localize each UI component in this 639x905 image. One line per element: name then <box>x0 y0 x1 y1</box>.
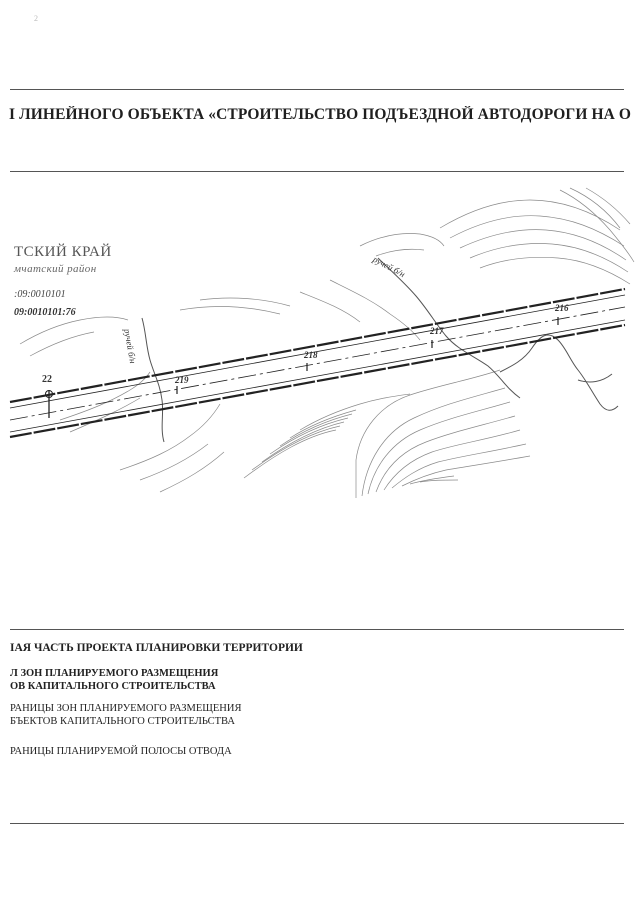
cadastral-quarter-label: :09:0010101 <box>14 289 66 300</box>
legend-item-right-of-way: РАНИЦЫ ПЛАНИРУЕМОЙ ПОЛОСЫ ОТВОДА <box>10 746 232 757</box>
region-label: ТСКИЙ КРАЙ <box>14 244 112 260</box>
streams <box>141 257 619 443</box>
legend-section-title: Л ЗОН ПЛАНИРУЕМОГО РАЗМЕЩЕНИЯ <box>10 668 219 679</box>
picket-217: 217 <box>430 326 444 336</box>
corner-mark: 2 <box>34 14 38 23</box>
picket-218: 218 <box>304 350 318 360</box>
sheet-title: І ЛИНЕЙНОГО ОБЪЕКТА «СТРОИТЕЛЬСТВО ПОДЪЕ… <box>9 106 632 123</box>
cadastral-parcel-label: 09:0010101:76 <box>14 307 76 318</box>
picket-219: 219 <box>175 375 189 385</box>
contour-lines <box>19 187 635 498</box>
station-marker-label: 22 <box>42 374 52 385</box>
title-top-rule <box>10 89 624 90</box>
station-marker <box>45 390 53 418</box>
title-bottom-rule <box>10 171 624 172</box>
district-label: мчатский район <box>14 263 97 275</box>
road-corridor <box>9 287 626 439</box>
legend-heading: ІАЯ ЧАСТЬ ПРОЕКТА ПЛАНИРОВКИ ТЕРРИТОРИИ <box>10 642 303 654</box>
map-bottom-rule <box>10 629 624 630</box>
map-drawing <box>9 187 635 498</box>
legend-bottom-rule <box>10 823 624 824</box>
legend-item-zones: РАНИЦЫ ЗОН ПЛАНИРУЕМОГО РАЗМЕЩЕНИЯ <box>10 703 242 714</box>
legend-section-title-cont: ОВ КАПИТАЛЬНОГО СТРОИТЕЛЬСТВА <box>10 681 216 692</box>
picket-216: 216 <box>555 303 569 313</box>
legend-item-zones-cont: БЪЕКТОВ КАПИТАЛЬНОГО СТРОИТЕЛЬСТВА <box>10 716 235 727</box>
picket-ticks <box>176 317 559 394</box>
